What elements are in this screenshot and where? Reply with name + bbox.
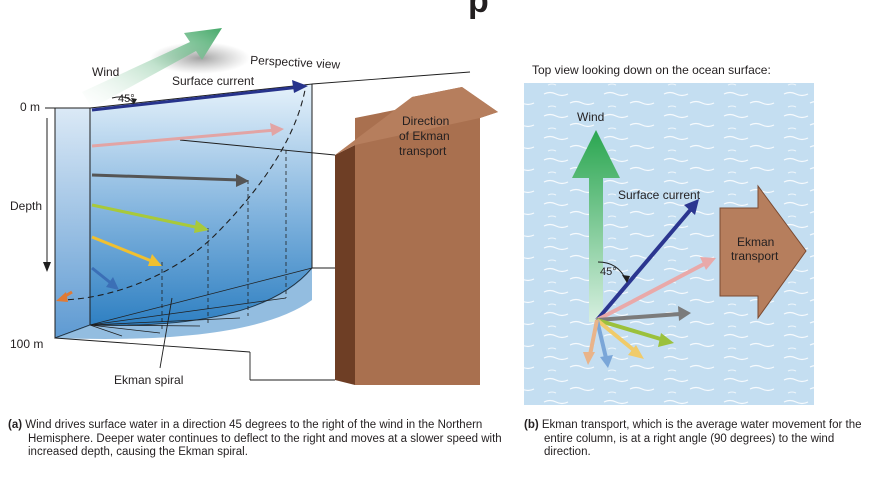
transport-label-b-1: Ekman — [737, 235, 774, 249]
current-arrow-1 — [91, 128, 277, 148]
current-arrow-b-6 — [588, 319, 599, 356]
current-arrow-b-2 — [596, 312, 681, 322]
transport-arrow-b — [719, 184, 807, 320]
current-arrow-2 — [91, 173, 241, 182]
surface-current-arrow-b — [595, 206, 694, 322]
angle-arc-a-head — [131, 98, 137, 104]
transport-label-b-2: transport — [731, 249, 779, 263]
angle-arc-b-head — [622, 275, 630, 283]
ekman-spiral-curve — [57, 89, 306, 301]
surface-current-arrowhead-b — [684, 199, 699, 215]
current-arrowhead-b-2 — [678, 306, 691, 321]
current-arrows-a — [56, 80, 308, 302]
current-arrow-5 — [91, 266, 113, 286]
wind-label-b: Wind — [577, 110, 604, 124]
depth-axis-label: Depth — [10, 199, 42, 213]
angle-label-b: 45° — [600, 266, 617, 278]
caption-a: (a) Wind drives surface water in a direc… — [8, 419, 518, 460]
current-arrow-b-3 — [596, 318, 665, 342]
caption-a-text: Wind drives surface water in a direction… — [25, 419, 502, 458]
current-arrowhead-3 — [194, 220, 209, 233]
current-arrowhead-b-5 — [600, 355, 613, 368]
caption-b-tag: (b) — [524, 419, 539, 431]
ekman-spiral-leader — [159, 297, 173, 369]
projection-lines — [161, 150, 287, 331]
transport-label-a-1: Direction — [402, 114, 449, 128]
transport-label-a-2: of Ekman — [399, 129, 450, 143]
current-arrow-b-1 — [596, 261, 707, 322]
current-arrowhead-b-6 — [583, 352, 595, 365]
bottom-fan-lines — [89, 267, 313, 337]
current-arrow-3 — [91, 203, 201, 230]
water-column-side — [54, 107, 91, 339]
caption-b-text: Ekman transport, which is the average wa… — [541, 419, 862, 458]
current-arrowhead-1 — [270, 123, 284, 136]
water-column — [89, 83, 313, 326]
caption-a-tag: (a) — [8, 419, 23, 431]
current-arrow-b-4 — [595, 318, 638, 354]
panel-b-title: Top view looking down on the ocean surfa… — [532, 63, 771, 77]
current-arrowhead-b-3 — [658, 333, 674, 347]
surface-current-arrow — [91, 85, 301, 112]
depth-top-label: 0 m — [20, 100, 40, 114]
current-arrowhead-2 — [236, 174, 249, 187]
perspective-outline — [45, 71, 471, 381]
current-arrow-4 — [91, 235, 155, 264]
depth-bottom-label: 100 m — [10, 337, 43, 351]
depth-axis-arrowhead — [43, 262, 51, 272]
transport-wall-side — [335, 145, 355, 385]
surface-current-label-b: Surface current — [618, 188, 701, 202]
wind-label-a: Wind — [92, 65, 119, 79]
surface-current-label-a: Surface current — [172, 74, 255, 88]
transport-arrow-a-top — [335, 87, 498, 155]
current-arrowhead-b-4 — [628, 345, 644, 359]
panel-a-perspective: Wind 45° Surface current Perspective vie… — [10, 28, 498, 387]
caption-b: (b) Ekman transport, which is the averag… — [524, 419, 864, 460]
water-column-bottom — [55, 268, 312, 339]
wind-arrow-b — [572, 130, 620, 322]
angle-label-a: 45° — [118, 93, 135, 105]
angle-arc-a — [111, 96, 135, 105]
heading-fragment: p — [468, 0, 489, 20]
current-arrowhead-5 — [106, 277, 119, 290]
current-arrow-b-5 — [595, 319, 608, 359]
perspective-view-label: Perspective view — [250, 53, 341, 72]
current-arrowhead-4 — [148, 254, 162, 266]
current-arrowhead-b-1 — [700, 257, 716, 270]
panel-b-top-view: Top view looking down on the ocean surfa… — [524, 63, 814, 405]
ekman-spiral-label: Ekman spiral — [114, 373, 183, 387]
surface-current-arrowhead — [292, 80, 308, 93]
current-arrowhead-6 — [56, 292, 68, 302]
wind-arrow-a — [82, 28, 222, 108]
transport-arrow-a — [355, 87, 498, 385]
current-arrows-b — [583, 199, 716, 368]
transport-label-a-3: transport — [399, 144, 447, 158]
